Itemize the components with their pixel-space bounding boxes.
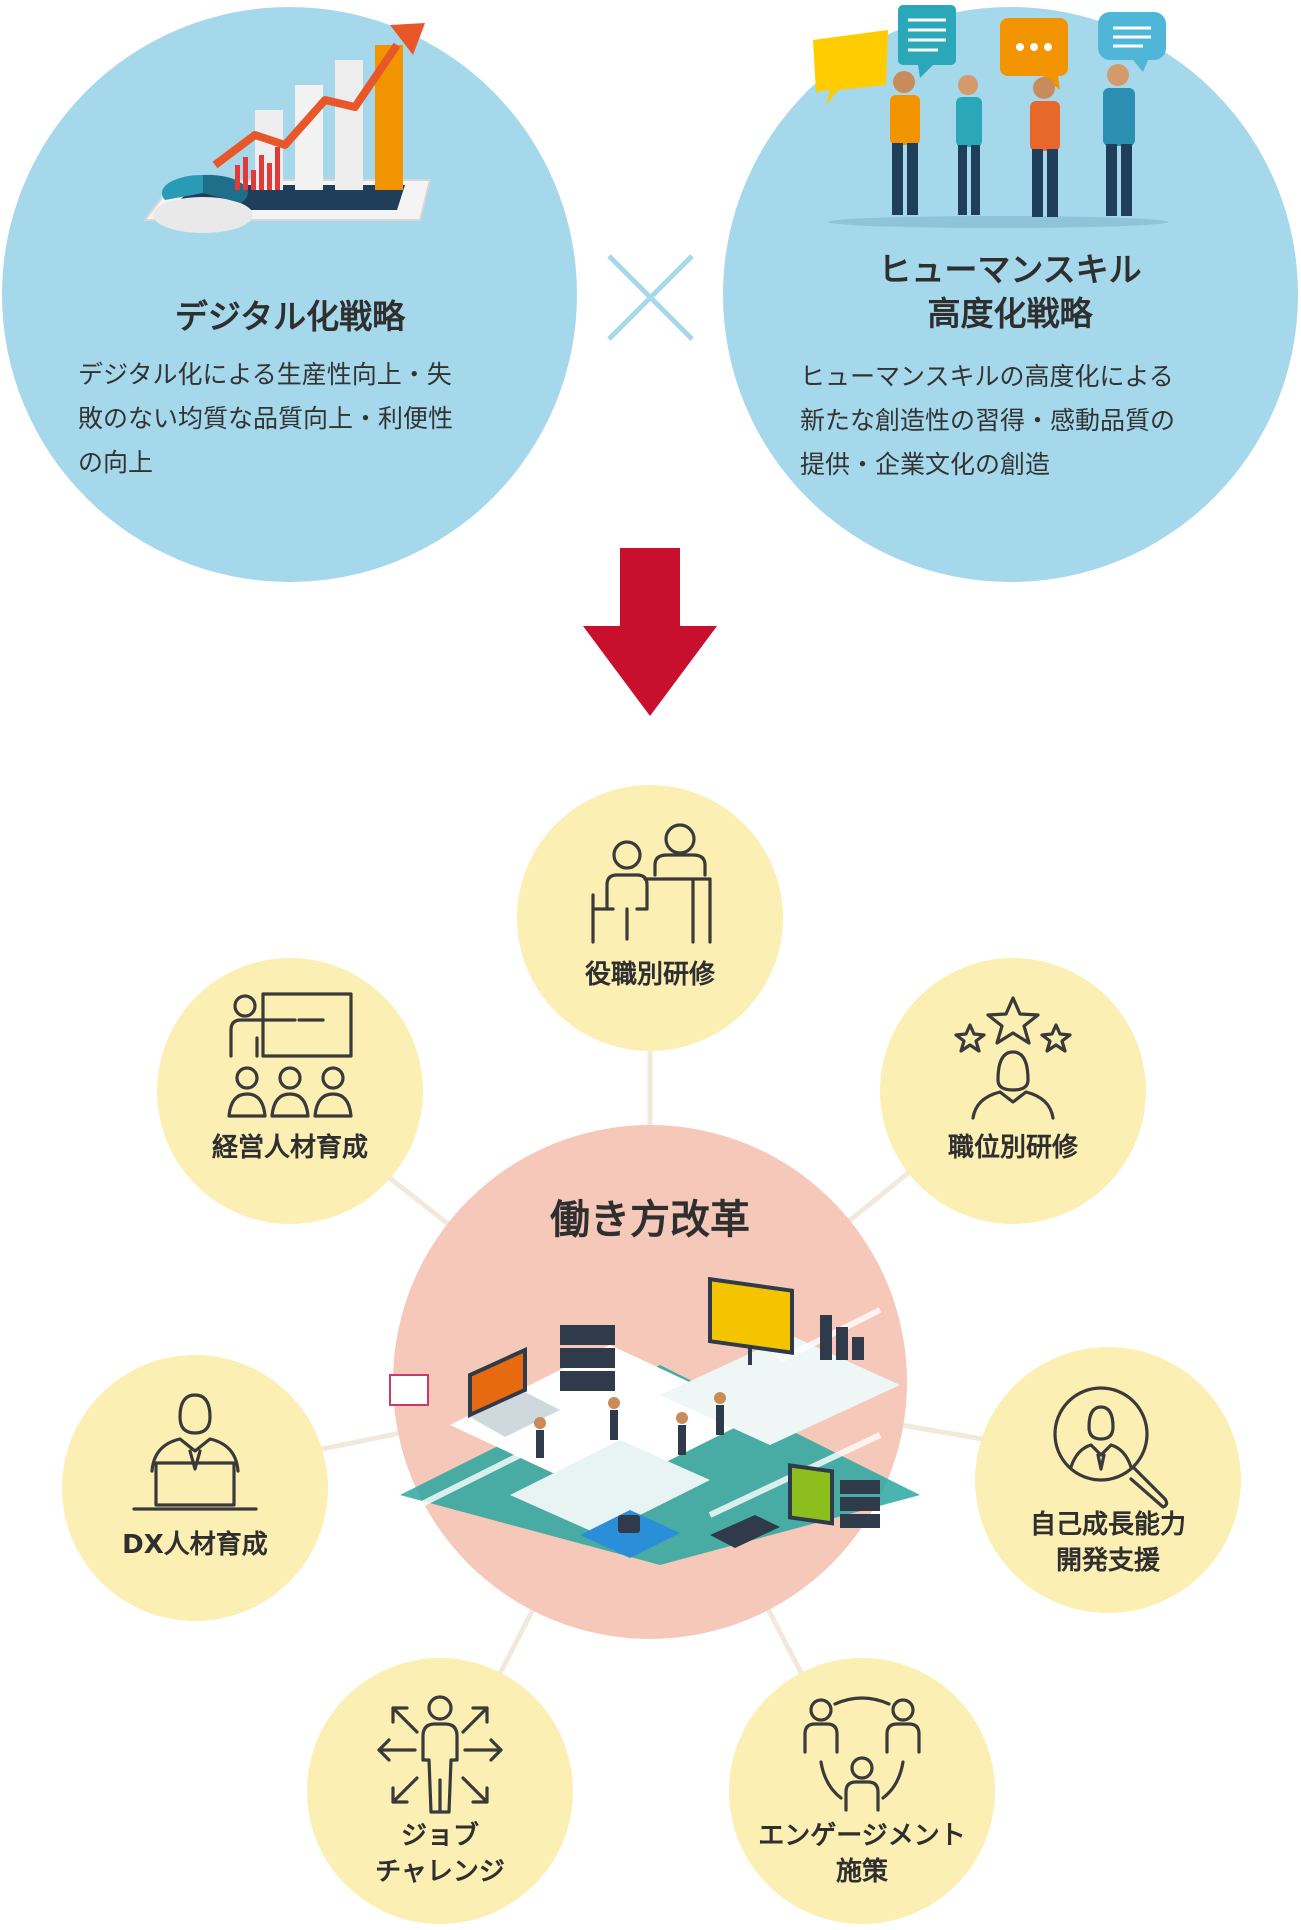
digital-strategy-description: デジタル化による生産性向上・失 敗のない均質な品質向上・利便性 の向上 <box>78 353 508 485</box>
human-skill-strategy-circle <box>723 7 1298 582</box>
label-line: 自己成長能力 <box>1029 1510 1186 1540</box>
theme-engagement-measures: エンゲージメント 施策 <box>729 1658 995 1924</box>
theme-label: 役職別研修 <box>517 957 783 993</box>
theme-position-based-training: 職位別研修 <box>880 958 1146 1224</box>
laptop-person-icon <box>132 1393 258 1511</box>
training-meeting-icon <box>591 823 712 944</box>
desc-line: ヒューマンスキルの高度化による <box>800 362 1174 391</box>
down-arrow-icon <box>583 548 717 716</box>
desc-line: 提供・企業文化の創造 <box>800 450 1051 479</box>
theme-label: 自己成長能力 開発支援 <box>975 1507 1241 1579</box>
digital-strategy-title: デジタル化戦略 <box>174 297 406 336</box>
digital-office-illustration <box>389 1276 920 1565</box>
title-line: ヒューマンスキル <box>878 250 1142 289</box>
label-line: 役職別研修 <box>584 960 715 990</box>
label-line: チャレンジ <box>375 1857 505 1887</box>
label-line: ジョブ <box>400 1821 479 1851</box>
magnifier-person-icon <box>1053 1386 1169 1509</box>
theme-management-talent-development: 経営人材育成 <box>157 958 423 1224</box>
theme-job-challenge: ジョブ チャレンジ <box>307 1658 573 1924</box>
title-line: 高度化戦略 <box>927 294 1093 333</box>
team-circle-icon <box>803 1696 921 1812</box>
label-line: DX人材育成 <box>122 1530 268 1560</box>
presentation-group-icon <box>227 992 353 1118</box>
growth-chart-illustration <box>143 23 432 233</box>
desc-line: デジタル化による生産性向上・失 <box>78 360 452 389</box>
theme-label: 職位別研修 <box>880 1130 1146 1166</box>
work-style-reform-title: 働き方改革 <box>550 1197 750 1243</box>
multiply-icon <box>607 254 694 341</box>
label-line: 職位別研修 <box>947 1133 1078 1163</box>
theme-label: ジョブ チャレンジ <box>307 1818 573 1890</box>
theme-label: 経営人材育成 <box>157 1130 423 1166</box>
team-discussion-illustration <box>813 5 1168 228</box>
human-skill-strategy-description: ヒューマンスキルの高度化による 新たな創造性の習得・感動品質の 提供・企業文化の… <box>800 355 1250 487</box>
human-skill-strategy-title: ヒューマンスキル 高度化戦略 <box>780 248 1240 336</box>
arrows-person-icon <box>377 1695 503 1814</box>
theme-self-growth-support: 自己成長能力 開発支援 <box>975 1347 1241 1613</box>
desc-line: 敗のない均質な品質向上・利便性 <box>78 404 454 433</box>
stars-person-icon <box>954 996 1072 1120</box>
desc-line: の向上 <box>78 448 154 477</box>
label-line: エンゲージメント <box>758 1821 966 1851</box>
digital-strategy-circle <box>2 7 577 582</box>
theme-label: DX人材育成 <box>62 1527 328 1563</box>
desc-line: 新たな創造性の習得・感動品質の <box>800 406 1176 435</box>
theme-label: エンゲージメント 施策 <box>729 1818 995 1890</box>
label-line: 開発支援 <box>1055 1546 1160 1576</box>
theme-dx-talent-development: DX人材育成 <box>62 1355 328 1621</box>
theme-role-based-training: 役職別研修 <box>517 785 783 1051</box>
label-line: 経営人材育成 <box>211 1133 368 1163</box>
label-line: 施策 <box>835 1857 888 1887</box>
